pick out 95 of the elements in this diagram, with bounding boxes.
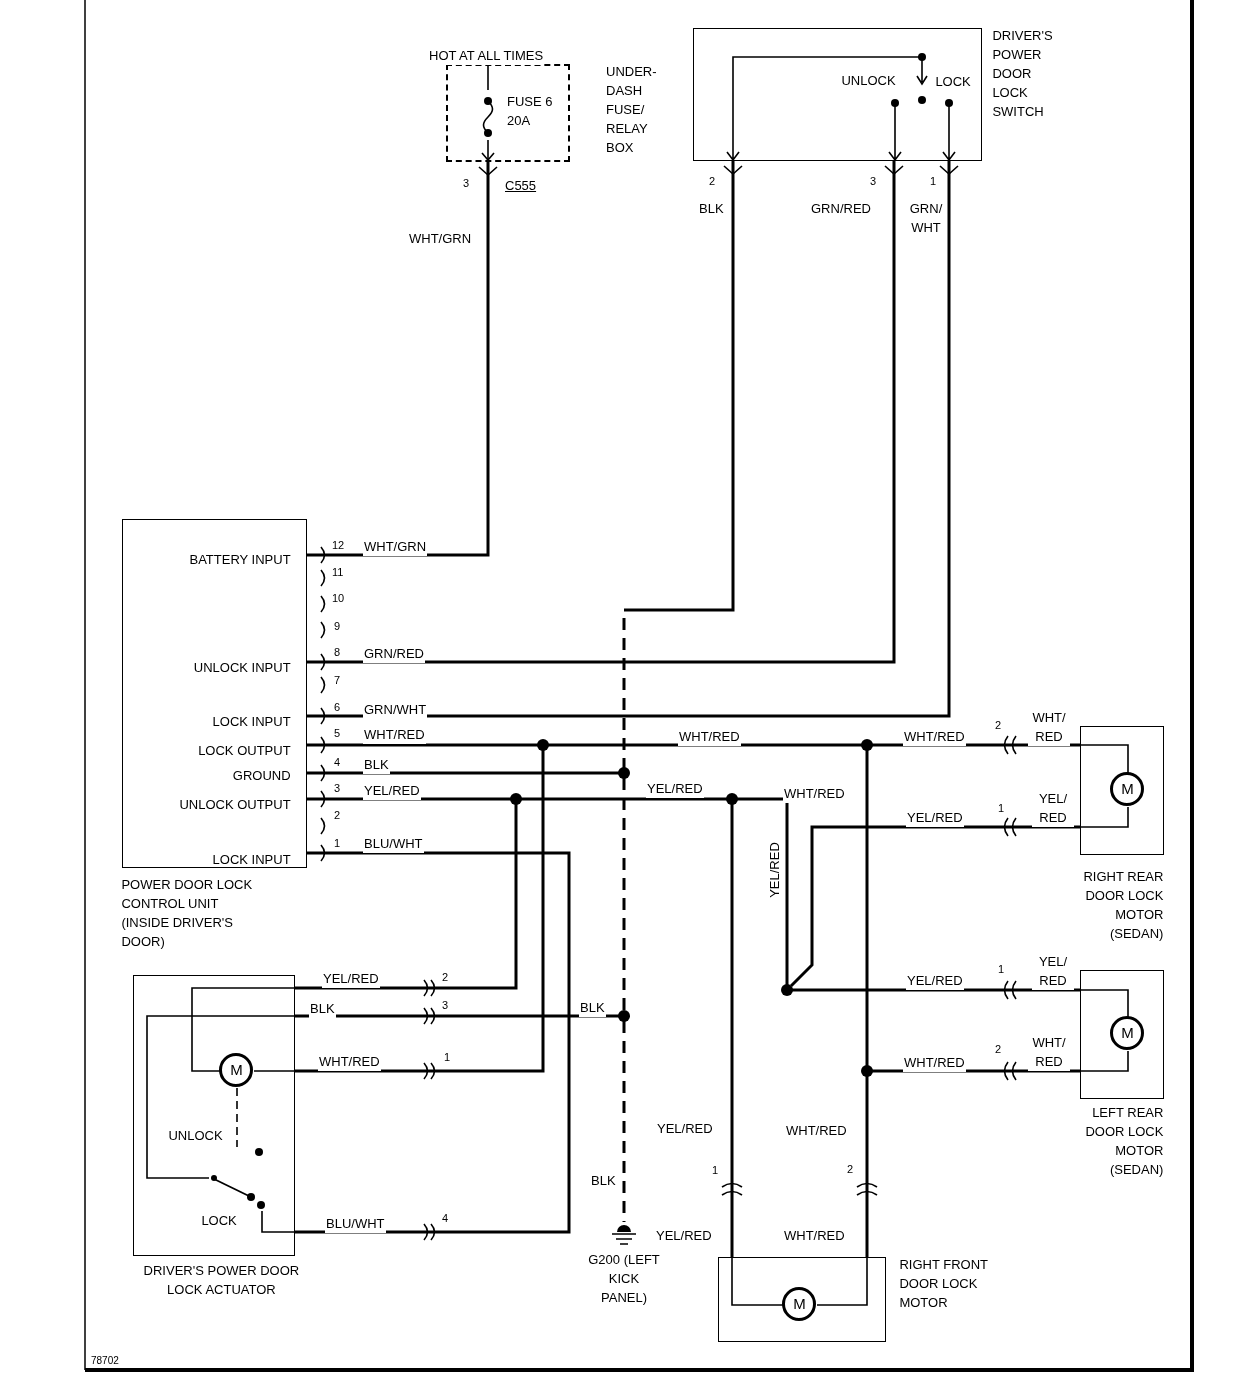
wire [872,743,1080,747]
wire [789,825,1080,988]
figure-number: 78702 [90,1355,120,1367]
component-label: DRIVER'S POWER DOOR LOCK ACTUATOR [142,1262,301,1300]
component-label: UNDER- DASH FUSE/ RELAY BOX [606,63,658,157]
wire [295,804,518,990]
motor-symbol: M [782,1287,817,1322]
wire [548,743,862,747]
pin-number: 1 [711,1163,720,1177]
wire [792,988,1080,992]
wire [1079,806,1129,828]
pin-number: 5 [333,726,342,740]
pin-number: 3 [869,174,878,188]
wire [872,1069,1080,1073]
wire [737,797,789,985]
pin-number: 11 [331,565,345,579]
pin-number: 2 [846,1162,855,1176]
wire [481,139,495,161]
pin-number: 7 [333,673,342,687]
splice-dot [537,739,549,751]
wire [622,1021,626,1222]
fuse-label: FUSE 6 20A [507,93,554,130]
position-label: UNLOCK [841,72,896,91]
pin-number: 9 [333,619,342,633]
pin-number: 2 [333,808,342,822]
pin-number: 2 [441,970,450,984]
splice-dot [618,1010,630,1022]
pin-number: 4 [333,755,342,769]
pin-number: 10 [331,591,346,605]
wire [295,750,545,1073]
motor-symbol: M [1110,772,1145,807]
motor-symbol: M [219,1053,254,1088]
wire [307,797,511,801]
wire [307,162,498,557]
wire [1079,989,1129,1018]
pin-number: 2 [994,718,1003,732]
ground-label: G200 (LEFT KICK PANEL) [588,1251,660,1307]
component-label: LEFT REAR DOOR LOCK MOTOR (SEDAN) [1084,1104,1164,1180]
pin-number: 1 [443,1050,452,1064]
position-label: UNLOCK [168,1127,223,1146]
wire [236,1087,238,1148]
wire [191,987,296,1072]
pin-number: 2 [708,174,717,188]
pin-number: 1 [929,174,938,188]
pin-number: 3 [333,781,342,795]
pin-label: LOCK INPUT [212,851,291,870]
wire [865,1076,869,1257]
wire [487,63,489,91]
motor-symbol: M [1110,1016,1145,1051]
position-label: LOCK [935,73,971,92]
splice-dot [861,1065,873,1077]
pin-number: 3 [462,176,471,190]
wire [307,743,538,747]
wire [146,1015,296,1179]
wire [1079,1050,1129,1072]
wire [622,778,626,1011]
splice-dot [861,739,873,751]
pin-number: 6 [333,700,342,714]
component-label: POWER DOOR LOCK CONTROL UNIT (INSIDE DRIVER'S DOOR) [121,876,254,952]
component-label: RIGHT REAR DOOR LOCK MOTOR (SEDAN) [1082,868,1164,944]
pin-label: UNLOCK OUTPUT [179,796,291,815]
pin-number: 8 [333,645,342,659]
wire [1079,744,1129,774]
pin-number: 4 [441,1211,450,1225]
wire [295,1014,619,1018]
component-label: RIGHT FRONT DOOR LOCK MOTOR [899,1256,989,1313]
splice-dot [618,767,630,779]
component-label: DRIVER'S POWER DOOR LOCK SWITCH [992,27,1054,122]
splice-dot [510,793,522,805]
pin-number: 1 [997,801,1006,815]
position-label: LOCK [201,1212,237,1231]
wire [307,161,904,664]
wire [521,797,727,801]
wire [307,161,959,718]
wire [253,1070,296,1072]
pin-label: GROUND [232,767,291,786]
wire [261,1210,296,1233]
wire [865,750,869,1066]
pin-label: UNLOCK INPUT [193,659,291,678]
pin-number: 1 [997,962,1006,976]
pin-label: LOCK OUTPUT [198,742,291,761]
wire [307,771,619,775]
wire [730,804,734,1257]
pin-number: 12 [331,538,346,552]
splice-dot [781,984,793,996]
wire [731,1256,784,1306]
pin-number: 2 [994,1042,1003,1056]
pin-number: 1 [333,836,342,850]
wire [816,1256,868,1306]
pin-label: BATTERY INPUT [189,551,291,570]
wire [622,161,743,768]
wire [295,851,571,1234]
splice-dot [726,793,738,805]
pin-number: 3 [441,998,450,1012]
pin-label: LOCK INPUT [212,713,291,732]
